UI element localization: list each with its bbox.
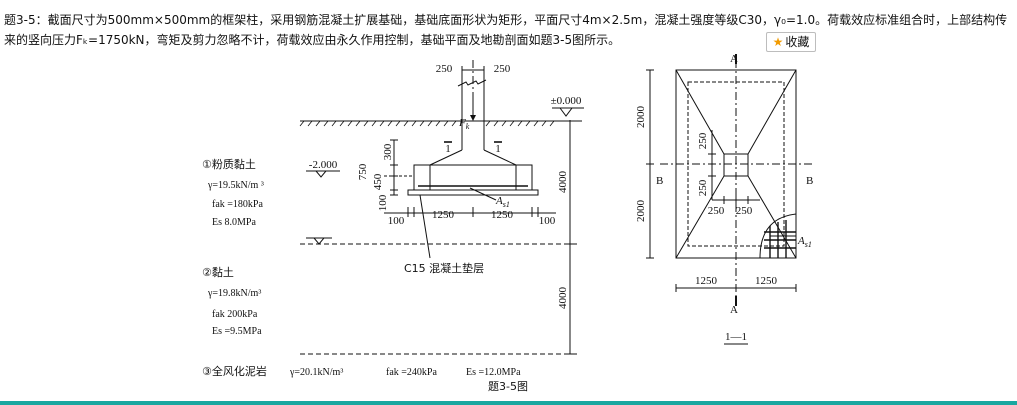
level-marker-000 [559,107,573,117]
favorite-label: 收藏 [785,35,810,49]
section-labels: 250 250 ±0.000 Fk 1 1 -2.000 300 750 450… [202,63,582,393]
plan-step-outline [687,81,785,247]
question-text: 题3-5：截面尺寸为500mm×500mm的框架柱，采用钢筋混凝土扩展基础，基础… [4,10,1012,50]
plan-rebar-label: As1 [797,235,812,249]
plan-diagonals [675,69,797,259]
dim-250-right: 250 [494,63,511,75]
layer2-name: ②黏土 [202,265,234,279]
layer3-fak: fak =240kPa [386,367,437,378]
bottom-accent-bar [0,401,1017,405]
layer3-gamma: γ=20.1kN/m³ [289,367,343,378]
layer2-es: Es =9.5MPa [212,326,262,337]
level-2000-text: -2.000 [309,159,338,171]
level-000-text: ±0.000 [551,95,582,107]
question-line-2: 来的竖向压力Fₖ=1750kN，弯矩及剪力忽略不计，荷载效应由永久作用控制，基础… [4,33,621,47]
plan-rebar-arc [759,213,797,259]
rebar-leader [469,187,497,201]
load-label: Fk [458,117,470,131]
plan-dim-left-ticks [646,69,654,259]
plan-dim-1250-right: 1250 [755,275,778,287]
dim-100-left: 100 [388,215,405,227]
cut-label-right: 1 [495,143,501,155]
plan-dim-250-h-right: 250 [736,205,753,217]
cushion-label: C15 混凝土垫层 [404,261,484,275]
cushion [407,189,539,196]
favorite-button[interactable]: ★收藏 [766,32,816,52]
layer1-name: ①粉质黏土 [202,157,256,171]
plan-dim-1250-left: 1250 [695,275,718,287]
ground-hatch [299,120,555,127]
plan-view [646,54,812,345]
level-marker-2000 [314,170,328,178]
plan-column [723,153,749,177]
plan-labels: A A B B 2000 2000 250 250 250 250 1250 1… [635,53,813,343]
plan-dim-2000-top: 2000 [635,106,647,129]
footing-slope [429,149,517,190]
plan-dim-250-v-top: 250 [697,132,709,149]
layer2-fak: fak 200kPa [212,309,258,320]
figure-caption: 题3-5图 [488,380,528,393]
dim-300: 300 [382,143,394,160]
dim-1250-left: 1250 [432,209,455,221]
plan-section-label: 1—1 [725,331,747,343]
dim-450: 450 [372,173,384,190]
depth-4000-bottom: 4000 [557,287,569,310]
water-table-marker [312,237,326,245]
plan-label-A-bottom: A [730,304,738,316]
dim-1250-right: 1250 [491,209,514,221]
layer2-gamma: γ=19.8kN/m³ [207,288,261,299]
plan-label-B-right: B [806,175,813,187]
column-break [457,79,487,87]
layer1-es: Es 8.0MPa [212,217,256,228]
plan-label-B-left: B [656,175,663,187]
rebar-label: As1 [495,195,510,209]
dim-100-vertical: 100 [377,194,389,211]
layer1-fak: fak =180kPa [212,199,263,210]
cushion-leader [419,194,431,259]
cut-label-left: 1 [445,143,451,155]
star-icon: ★ [772,35,784,49]
section-view [299,60,584,355]
plan-dim-250-v-bottom: 250 [697,179,709,196]
plan-dim-inner-h-ticks [723,196,749,204]
dim-750: 750 [357,163,369,180]
dim-250-left: 250 [436,63,453,75]
plan-dim-bottom-ticks [675,284,797,292]
plan-dim-inner-ticks [708,153,716,177]
layer3-es: Es =12.0MPa [466,367,521,378]
dim-bottom-ticks [407,207,539,217]
layer1-gamma: γ=19.5kN/m ³ [207,180,264,191]
plan-label-A-top: A [730,53,738,65]
plan-dim-250-h-left: 250 [708,205,725,217]
plan-rebar-grid [764,220,796,258]
layer3-name: ③全风化泥岩 [202,364,267,378]
plan-dim-2000-bottom: 2000 [635,200,647,223]
question-line-1: 题3-5：截面尺寸为500mm×500mm的框架柱，采用钢筋混凝土扩展基础，基础… [4,13,1008,27]
depth-4000-top: 4000 [557,171,569,194]
dim-100-right: 100 [539,215,556,227]
